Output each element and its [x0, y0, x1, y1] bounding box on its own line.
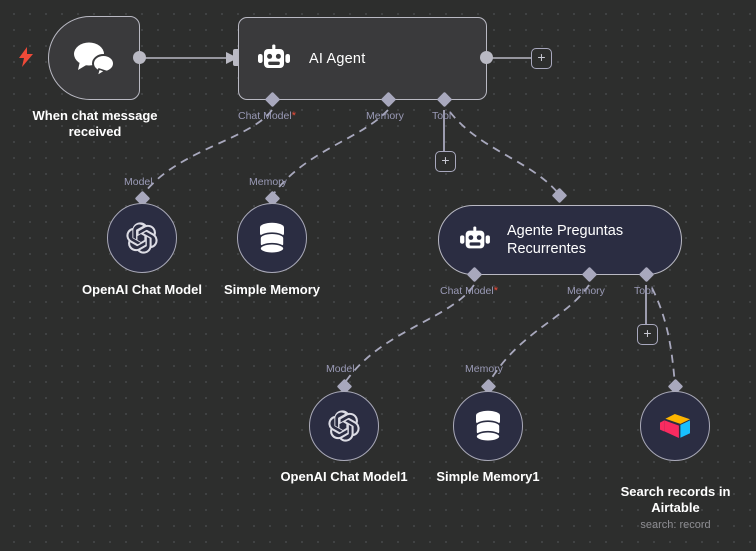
- node-label-simple-memory1: Simple Memory1: [436, 469, 540, 484]
- ai-agent-tool-add-button[interactable]: +: [435, 151, 456, 172]
- sub-agent-port-label-chat-model: Chat Model*: [440, 285, 498, 297]
- database-icon: [472, 409, 504, 443]
- node-title-ai-agent: AI Agent: [309, 50, 366, 67]
- airtable-icon: [658, 411, 692, 441]
- node-openai-chat-model1[interactable]: [309, 391, 379, 461]
- node-simple-memory[interactable]: [237, 203, 307, 273]
- node-label-openai-chat-model1: OpenAI Chat Model1: [280, 469, 408, 484]
- node-label-simple-memory: Simple Memory: [223, 282, 321, 297]
- node-label-openai-chat-model: OpenAI Chat Model: [82, 282, 202, 297]
- node-ai-agent[interactable]: AI Agent: [238, 17, 487, 100]
- sub-agent-port-label-tool: Tool: [634, 285, 654, 297]
- node-search-records-in-airtable[interactable]: [640, 391, 710, 461]
- trigger-output-connector[interactable]: [133, 51, 146, 64]
- robot-icon: [459, 226, 491, 254]
- ai-agent-add-node-button[interactable]: +: [531, 48, 552, 69]
- sub-agent-input-port[interactable]: [551, 187, 568, 204]
- ai-agent-port-label-tool: Tool: [432, 110, 452, 122]
- chat-bubbles-icon: [70, 39, 118, 77]
- ai-agent-input-connector[interactable]: [233, 49, 240, 66]
- sub-agent-port-label-memory: Memory: [567, 285, 605, 297]
- simple-memory1-port-label: Memory: [465, 363, 503, 375]
- ai-agent-output-connector[interactable]: [480, 51, 493, 64]
- node-title-agente-preguntas-recurrentes: Agente Preguntas Recurrentes: [507, 222, 624, 257]
- node-openai-chat-model[interactable]: [107, 203, 177, 273]
- node-simple-memory1[interactable]: [453, 391, 523, 461]
- database-icon: [256, 221, 288, 255]
- sub-agent-tool-add-button[interactable]: +: [637, 324, 658, 345]
- openai-icon: [327, 409, 361, 443]
- ai-agent-port-label-memory: Memory: [366, 110, 404, 122]
- node-label-airtable: Search records in Airtable: [620, 484, 731, 515]
- lightning-bolt-icon: [18, 47, 34, 67]
- robot-icon: [257, 44, 291, 74]
- node-label-trigger: When chat message received: [32, 108, 158, 139]
- node-sublabel-airtable: search: record: [640, 519, 711, 531]
- node-when-chat-message-received[interactable]: [48, 16, 140, 100]
- simple-memory-port-label: Memory: [249, 176, 287, 188]
- openai-icon: [125, 221, 159, 255]
- openai-chat-model-port-label: Model: [124, 176, 153, 188]
- ai-agent-port-label-chat-model: Chat Model*: [238, 110, 296, 122]
- openai-chat-model1-port-label: Model: [326, 363, 355, 375]
- node-agente-preguntas-recurrentes[interactable]: Agente Preguntas Recurrentes: [438, 205, 682, 275]
